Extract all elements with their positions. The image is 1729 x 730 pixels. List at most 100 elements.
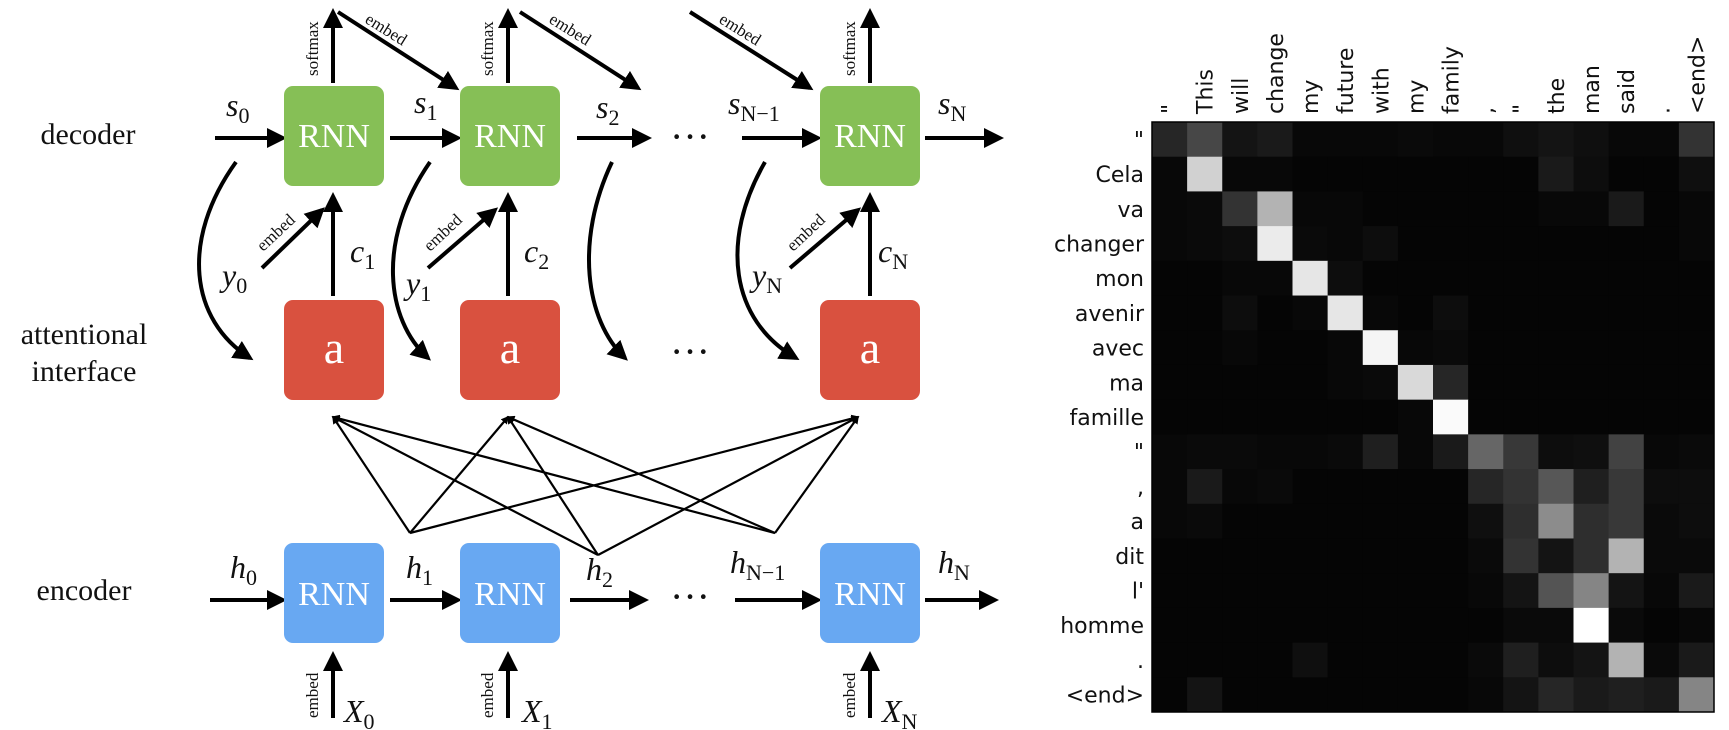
heatmap-cell [1257,434,1294,470]
heatmap-cell [1257,330,1294,366]
heatmap-row-label: changer [1054,232,1145,257]
decoder-rnn-cell-0: RNN [284,86,384,186]
encoder-state-label-2: h2 [586,551,613,592]
heatmap-cell [1362,607,1399,644]
decoder-state-label-n: sN [938,85,966,126]
heatmap-cell [1503,503,1539,539]
heatmap-cell [1468,434,1504,470]
heatmap-cell [1187,364,1223,401]
heatmap-cell [1187,469,1223,505]
row-label-attention-line2: interface [32,355,137,388]
heatmap-cell [1643,503,1680,539]
heatmap-cell [1292,573,1329,609]
heatmap-cell [1573,226,1610,262]
attention-label: a [500,322,520,373]
heatmap-cell [1678,191,1715,227]
heatmap-cell [1222,677,1258,713]
heatmap-row-label: Cela [1096,163,1145,188]
heatmap-cell [1608,364,1645,401]
heatmap-cell [1503,434,1539,470]
heatmap-column-label: <end> [1685,36,1710,114]
encoder-rnn-cell-n: RNN [820,543,920,643]
heatmap-cell [1397,399,1434,435]
heatmap-cell [1468,330,1504,366]
heatmap-cell [1468,399,1504,435]
heatmap-cell [1678,642,1715,678]
heatmap-cell [1187,260,1223,297]
heatmap-cell [1538,364,1575,401]
heatmap-row-label: famille [1069,406,1144,431]
heatmap-cell [1362,156,1399,192]
heatmap-cell [1327,364,1364,401]
heatmap-row-label: " [1134,441,1144,466]
heatmap-cell [1292,364,1329,401]
heatmap-cell [1503,260,1539,297]
heatmap-cell [1503,191,1539,227]
output-label-1: y1 [403,265,431,306]
heatmap-cell [1327,538,1364,574]
decoder-output-arrows [323,8,880,83]
encoder-input-arrows [323,651,880,718]
heatmap-cell [1222,226,1258,262]
heatmap-column-label: my [1404,80,1429,114]
heatmap-cell [1573,677,1610,713]
heatmap-cell [1222,538,1258,574]
heatmap-cell [1292,191,1329,227]
heatmap-column-label: said [1615,69,1640,114]
encoder-rnn-cell-0: RNN [284,543,384,643]
heatmap-cell [1152,226,1188,262]
heatmap-cell [1152,469,1188,505]
heatmap-cell [1678,122,1715,158]
embed-annotation: embed [478,672,497,718]
heatmap-column-label: future [1334,48,1359,114]
heatmap-cell [1257,573,1294,609]
heatmap-cell [1538,226,1575,262]
heatmap-cell [1678,573,1715,609]
heatmap-cell [1433,191,1469,227]
heatmap-cell [1643,399,1680,435]
heatmap-row-label: " [1134,128,1144,153]
heatmap-cell [1573,295,1610,331]
decoder-state-label-2: s2 [596,89,619,130]
heatmap-cell [1292,677,1329,713]
heatmap-cell [1643,607,1680,644]
heatmap-column-label: . [1650,107,1675,114]
heatmap-cell [1222,156,1258,192]
heatmap-cell [1573,191,1610,227]
heatmap-cell [1292,226,1329,262]
heatmap-cell [1292,260,1329,297]
heatmap-cell [1327,191,1364,227]
heatmap-cell [1257,260,1294,297]
heatmap-cell [1397,226,1434,262]
heatmap-cell [1362,469,1399,505]
heatmap-cell [1152,330,1188,366]
heatmap-cell [1538,330,1575,366]
heatmap-cell [1257,156,1294,192]
heatmap-cell [1678,330,1715,366]
heatmap-cell [1468,260,1504,297]
heatmap-cell [1643,191,1680,227]
heatmap-column-label: with [1369,67,1394,114]
decoder-rnn-cell-n: RNN [820,86,920,186]
heatmap-cell [1503,538,1539,574]
heatmap-cell [1608,573,1645,609]
heatmap-cell [1327,469,1364,505]
heatmap-cell [1538,434,1575,470]
heatmap-cell [1643,226,1680,262]
attention-label: a [860,322,880,373]
heatmap-cell [1327,503,1364,539]
heatmap-row-label: mon [1095,267,1144,292]
heatmap-cell [1643,260,1680,297]
heatmap-cell [1503,330,1539,366]
heatmap-cell [1222,399,1258,435]
softmax-annotation: softmax [840,21,859,76]
heatmap-cell [1257,399,1294,435]
rnn-label: RNN [474,576,546,613]
heatmap-cell [1187,503,1223,539]
heatmap-cell [1608,226,1645,262]
heatmap-column-label: my [1299,80,1324,114]
heatmap-cell [1257,538,1294,574]
heatmap-cell [1292,122,1329,158]
heatmap-cell [1433,226,1469,262]
heatmap-row-label: avec [1092,337,1144,362]
